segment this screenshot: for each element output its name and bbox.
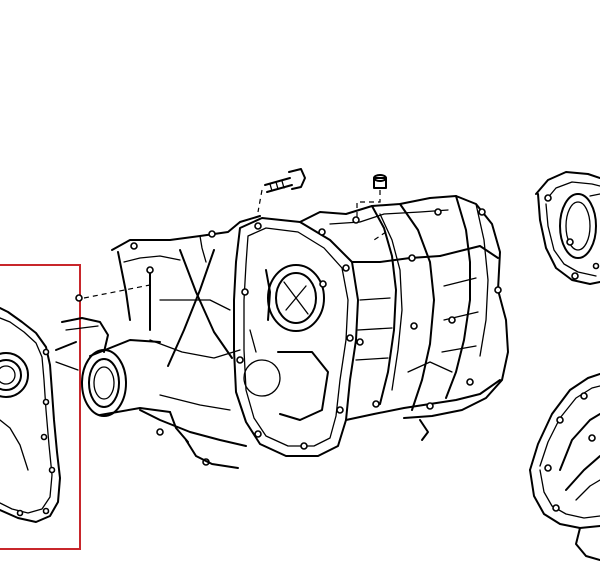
highlight-box	[0, 264, 81, 550]
rear-cover-upper	[535, 171, 600, 285]
transfer-case-assembly	[55, 195, 509, 469]
bolt-part	[257, 168, 306, 213]
rear-cover-lower	[529, 373, 600, 561]
plug-part	[356, 174, 387, 218]
extension-housing-cover[interactable]	[0, 307, 61, 523]
